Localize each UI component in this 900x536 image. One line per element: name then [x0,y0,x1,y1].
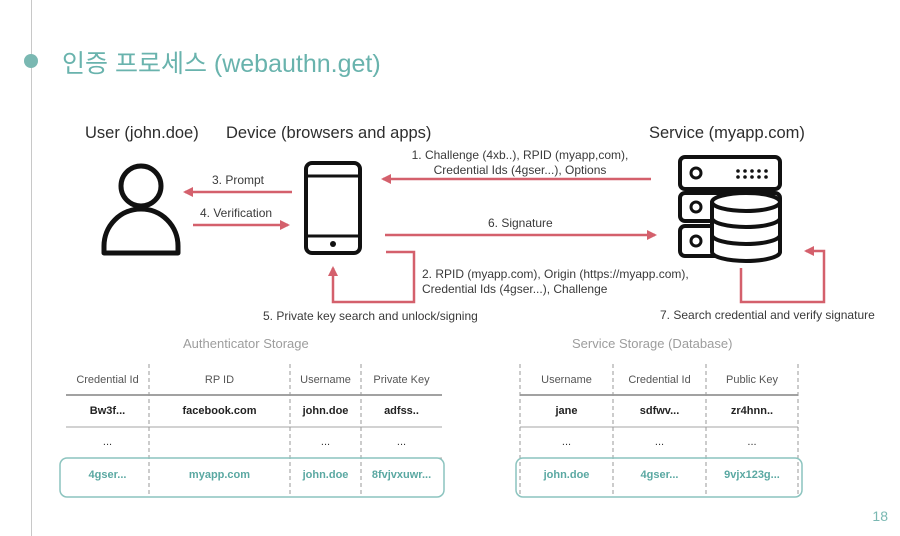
arrow-step7-loop [739,246,826,304]
user-heading: User (john.doe) [85,124,199,142]
step1-line2: Credential Ids (4gser...), Options [433,163,607,177]
highlighted-cell: 8fvjvxuwr... [371,469,432,481]
highlighted-cell: john.doe [302,469,349,481]
step7-label: 7. Search credential and verify signatur… [660,308,875,322]
person-icon [101,163,181,256]
arrow-step5-loop [328,250,416,304]
table-cell: ... [396,436,407,448]
service-storage-title: Service Storage (Database) [572,336,733,351]
step2-label: 2. RPID (myapp.com), Origin (https://mya… [422,267,689,297]
step1-line1: 1. Challenge (4xb..), RPID (myapp,com), [411,148,629,162]
step1-label: 1. Challenge (4xb..), RPID (myapp,com), … [395,148,645,178]
service-heading: Service (myapp.com) [649,124,805,142]
slide-title: 인증 프로세스 (webauthn.get) [62,50,381,78]
step2-line2: Credential Ids (4gser...), Challenge [422,282,608,296]
table-header: Credential Id [628,374,691,386]
left-rule [31,0,32,536]
table-cell: adfss.. [384,405,419,417]
step3-label: 3. Prompt [212,173,265,187]
table-header: Credential Id [76,374,139,386]
title-bullet [24,54,38,68]
table-cell: sdfwv... [639,405,680,417]
table-cell: ... [747,436,757,448]
service-table-grid [515,364,803,498]
smartphone-icon [304,161,362,255]
table-cell: ... [320,436,331,448]
authenticator-table-grid [59,364,445,498]
step6-label: 6. Signature [488,216,553,230]
table-cell: zr4hnn.. [730,405,774,417]
highlighted-cell: myapp.com [188,469,251,481]
page-number: 18 [872,508,888,524]
table-cell: Bw3f... [89,405,126,417]
table-cell: ... [102,436,113,448]
table-cell: ... [561,436,572,448]
table-header: Private Key [373,374,430,386]
authenticator-storage-title: Authenticator Storage [183,336,309,351]
table-cell: ... [654,436,665,448]
table-cell: facebook.com [182,405,257,417]
server-database-icon [678,155,782,263]
highlighted-cell: john.doe [543,469,590,481]
highlighted-cell: 9vjx123g... [724,469,780,481]
device-heading: Device (browsers and apps) [226,124,432,142]
table-cell: john.doe [302,405,349,417]
table-header: Username [541,374,592,386]
table-cell: jane [555,405,578,417]
step2-line1: 2. RPID (myapp.com), Origin (https://mya… [422,267,689,281]
table-header: Username [300,374,351,386]
highlighted-cell: 4gser... [88,469,127,481]
table-header: RP ID [204,374,235,386]
table-header: Public Key [726,374,778,386]
step5-label: 5. Private key search and unlock/signing [263,309,478,323]
highlighted-cell: 4gser... [640,469,679,481]
step4-label: 4. Verification [200,206,273,220]
